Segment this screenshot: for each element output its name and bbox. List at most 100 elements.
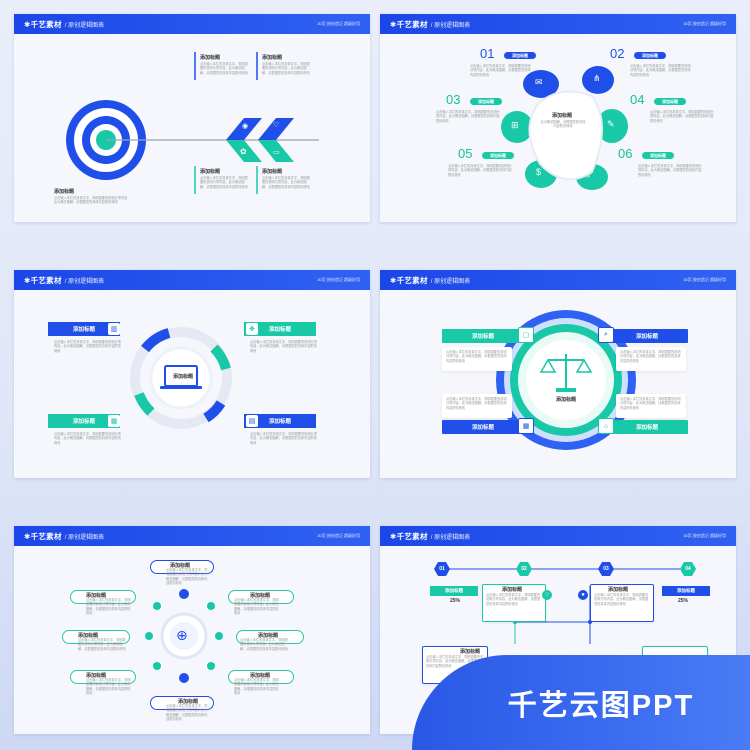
item-title: 添加标题 bbox=[654, 98, 686, 105]
percent: 25% bbox=[678, 598, 689, 604]
label-bar: 添加标题 bbox=[606, 420, 688, 434]
document-icon: ▤ bbox=[246, 415, 258, 427]
label-bar: 添加标题 bbox=[48, 414, 120, 428]
header-note: 30页 按创造记 超级好用 bbox=[683, 277, 726, 282]
item-title: 添加标题 bbox=[86, 673, 107, 679]
slide-3[interactable]: ✱千艺素材 / 原创逻辑图表 30页 按创造记 超级好用 添加标题 添加标题 ▥… bbox=[14, 270, 370, 478]
slide-header: ✱千艺素材 / 原创逻辑图表 30页 按创造记 超级好用 bbox=[14, 526, 370, 546]
main-title: 添加标题 bbox=[54, 189, 75, 195]
scale-ring-diagram bbox=[496, 310, 636, 450]
chart-icon: ▦ bbox=[108, 415, 120, 427]
slide-1[interactable]: ✱千艺素材 / 原创逻辑图表 30页 按创造记 超级好用 ◉ ♡ ✿ ▭ 添加标… bbox=[14, 14, 370, 222]
share-icon: ⋔ bbox=[593, 73, 601, 83]
desc-card bbox=[616, 394, 686, 418]
item-desc: 点击输入本栏的具体文字，简明扼要的说明分项内容，此为概念图解，请根据您的具体内容… bbox=[594, 593, 649, 606]
label-bar: 添加标题 bbox=[606, 329, 688, 343]
hub-diagram bbox=[145, 589, 223, 683]
lightbulb-icon: ♡ bbox=[273, 122, 280, 129]
slide-header: ✱千艺素材 / 原创逻辑图表 30页 按创造记 超级好用 bbox=[380, 14, 736, 34]
pen-icon: ✎ bbox=[607, 119, 615, 129]
header-note: 30页 按创造记 超级好用 bbox=[683, 533, 726, 538]
item-desc: 点击输入本栏的具体文字，简明扼要的说明分项内容，此为概念图解，请根据您的具体内容… bbox=[448, 164, 512, 177]
brand: ✱千艺素材 bbox=[390, 531, 428, 541]
item-title: 添加标题 bbox=[502, 587, 523, 593]
header-note: 30页 按创造记 超级好用 bbox=[317, 533, 360, 538]
petal-diagram bbox=[501, 66, 628, 190]
center-title: 添加标题 bbox=[552, 113, 573, 119]
item-title: 添加标题 bbox=[482, 152, 514, 159]
item-title: 添加标题 bbox=[258, 633, 279, 639]
item-title: 添加标题 bbox=[608, 587, 629, 593]
desc-card bbox=[442, 347, 512, 371]
item-desc: 点击输入本栏的具体文字，简明扼要的说明分项内容，此为概念图解，请根据您的具体内容… bbox=[200, 176, 248, 189]
bottom-capsule bbox=[150, 696, 214, 710]
slide-5[interactable]: ✱千艺素材 / 原创逻辑图表 30页 按创造记 超级好用 ⊕ 添加标题 点击输入… bbox=[14, 526, 370, 734]
label-text: 添加标题 bbox=[635, 334, 658, 340]
slide-subtitle: / 原创逻辑图表 bbox=[430, 22, 471, 29]
item-desc: 点击输入本栏的具体文字，简明扼要的说明分项内容，此为概念图解，请根据您的具体内容… bbox=[54, 340, 121, 353]
item-desc: 点击输入本栏的具体文字，简明扼要的说明分项内容，此为概念图解，请根据您的具体内容… bbox=[426, 655, 484, 668]
step-number: 03 bbox=[446, 92, 461, 107]
center-desc: 此为概念图解，请根据您的具体内容酌情修改 bbox=[540, 120, 586, 129]
label-bar: 添加标题 bbox=[48, 322, 120, 336]
slide-subtitle: / 原创逻辑图表 bbox=[430, 534, 471, 541]
brand: ✱千艺素材 bbox=[390, 275, 428, 285]
item-desc: 点击输入本栏的具体文字，简明扼要的说明分项内容，此为概念图解，请根据您的具体内容… bbox=[86, 678, 131, 696]
item-title: 添加标题 bbox=[642, 152, 674, 159]
item-desc: 点击输入本栏的具体文字，简明扼要的说明分项内容，此为概念图解，请根据您的具体内容… bbox=[200, 62, 248, 75]
step-number: 02 bbox=[610, 46, 625, 61]
item-title: 添加标题 bbox=[470, 98, 502, 105]
step-number: 01 bbox=[480, 46, 495, 61]
item-title: 添加标题 bbox=[250, 673, 271, 679]
label-text: 添加标题 bbox=[677, 588, 695, 593]
slide-4[interactable]: ✱千艺素材 / 原创逻辑图表 30页 按创造记 超级好用 添加标题 添加标题 ▢… bbox=[380, 270, 736, 478]
item-title: 添加标题 bbox=[178, 699, 199, 705]
capsule bbox=[62, 630, 130, 644]
item-desc: 点击输入本栏的具体文字，简明扼要的说明分项内容，此为概念图解，请根据您的具体内容… bbox=[638, 164, 702, 177]
item-desc: 点击输入本栏的具体文字，简明扼要的说明分项内容，此为概念图解，请根据您的具体内容… bbox=[250, 340, 317, 353]
brand: ✱千艺素材 bbox=[24, 275, 62, 285]
ring-diagram bbox=[130, 327, 232, 429]
step-hex: 02 bbox=[516, 562, 532, 576]
item-title: 添加标题 bbox=[200, 169, 221, 175]
label-bar: 添加标题 bbox=[244, 414, 316, 428]
item-desc: 点击输入本栏的具体文字，简明扼要的说明分项内容，此为概念图解，请根据您的具体内容… bbox=[250, 432, 317, 445]
item-desc: 点击输入本栏的具体文字，简明扼要的说明分项内容，此为概念图解，请根据您的具体内容… bbox=[446, 397, 507, 410]
label-text: 添加标题 bbox=[72, 327, 95, 333]
item-desc: 点击输入本栏的具体文字，简明扼要的说明分项内容，此为概念图解，请根据您的具体内容… bbox=[470, 64, 531, 77]
mail-icon: ✉ bbox=[535, 77, 543, 87]
item-title: 添加标题 bbox=[262, 55, 283, 61]
label-text: 添加标题 bbox=[268, 419, 291, 425]
step-number: 04 bbox=[630, 92, 645, 107]
brand: ✱千艺素材 bbox=[24, 19, 62, 29]
slide-2[interactable]: ✱千艺素材 / 原创逻辑图表 30页 按创造记 超级好用 ✉ ⋔ ⊞ ✎ $ ⌕… bbox=[380, 14, 736, 222]
calendar-icon: ▦ bbox=[518, 418, 534, 434]
label-bar: 添加标题 bbox=[430, 586, 478, 596]
main-desc: 点击输入本栏的具体文字，简明扼要的说明分项内容 此为概念图解，请根据您的具体内容… bbox=[54, 196, 128, 205]
shop-icon: ⌂ bbox=[598, 418, 614, 434]
item-desc: 点击输入本栏的具体文字，简明扼要的说明分项内容，此为概念图解，请根据您的具体内容… bbox=[262, 176, 310, 189]
item-desc: 点击输入本栏的具体文字，简明扼要的说明分项内容，此为概念图解，请根据您的具体内容… bbox=[78, 638, 126, 651]
item-desc: 点击输入本栏的具体文字，简明扼要的说明分项内容，此为概念图解，请根据您的具体内容… bbox=[234, 598, 279, 616]
header-note: 30页 按创造记 超级好用 bbox=[317, 277, 360, 282]
header-note: 30页 按创造记 超级好用 bbox=[317, 21, 360, 26]
step-hex: 01 bbox=[434, 562, 450, 576]
target-arrow-diagram bbox=[66, 52, 319, 194]
folder-icon: ▢ bbox=[518, 327, 534, 343]
item-title: 添加标题 bbox=[170, 563, 191, 569]
label-text: 添加标题 bbox=[445, 588, 463, 593]
label-text: 添加标题 bbox=[72, 419, 95, 425]
item-desc: 点击输入本栏的具体文字，简明扼要的说明分项内容，此为概念图解，请根据您的具体内容… bbox=[620, 397, 681, 410]
brand-banner: 千艺云图PPT bbox=[412, 655, 750, 750]
brand: ✱千艺素材 bbox=[24, 531, 62, 541]
center-title: 添加标题 bbox=[556, 397, 577, 403]
chart-icon: ▥ bbox=[108, 323, 120, 335]
item-desc: 点击输入本栏的具体文字，简明扼要的说明分项内容，此为概念图解，请根据您的具体内容… bbox=[234, 678, 279, 696]
slide-header: ✱千艺素材 / 原创逻辑图表 30页 按创造记 超级好用 bbox=[380, 270, 736, 290]
item-title: 添加标题 bbox=[634, 52, 666, 59]
item-title: 添加标题 bbox=[460, 649, 481, 655]
label-text: 添加标题 bbox=[471, 334, 494, 340]
banner-text: 千艺云图PPT bbox=[507, 689, 695, 722]
step-number: 05 bbox=[458, 146, 473, 161]
capsule bbox=[236, 630, 304, 644]
